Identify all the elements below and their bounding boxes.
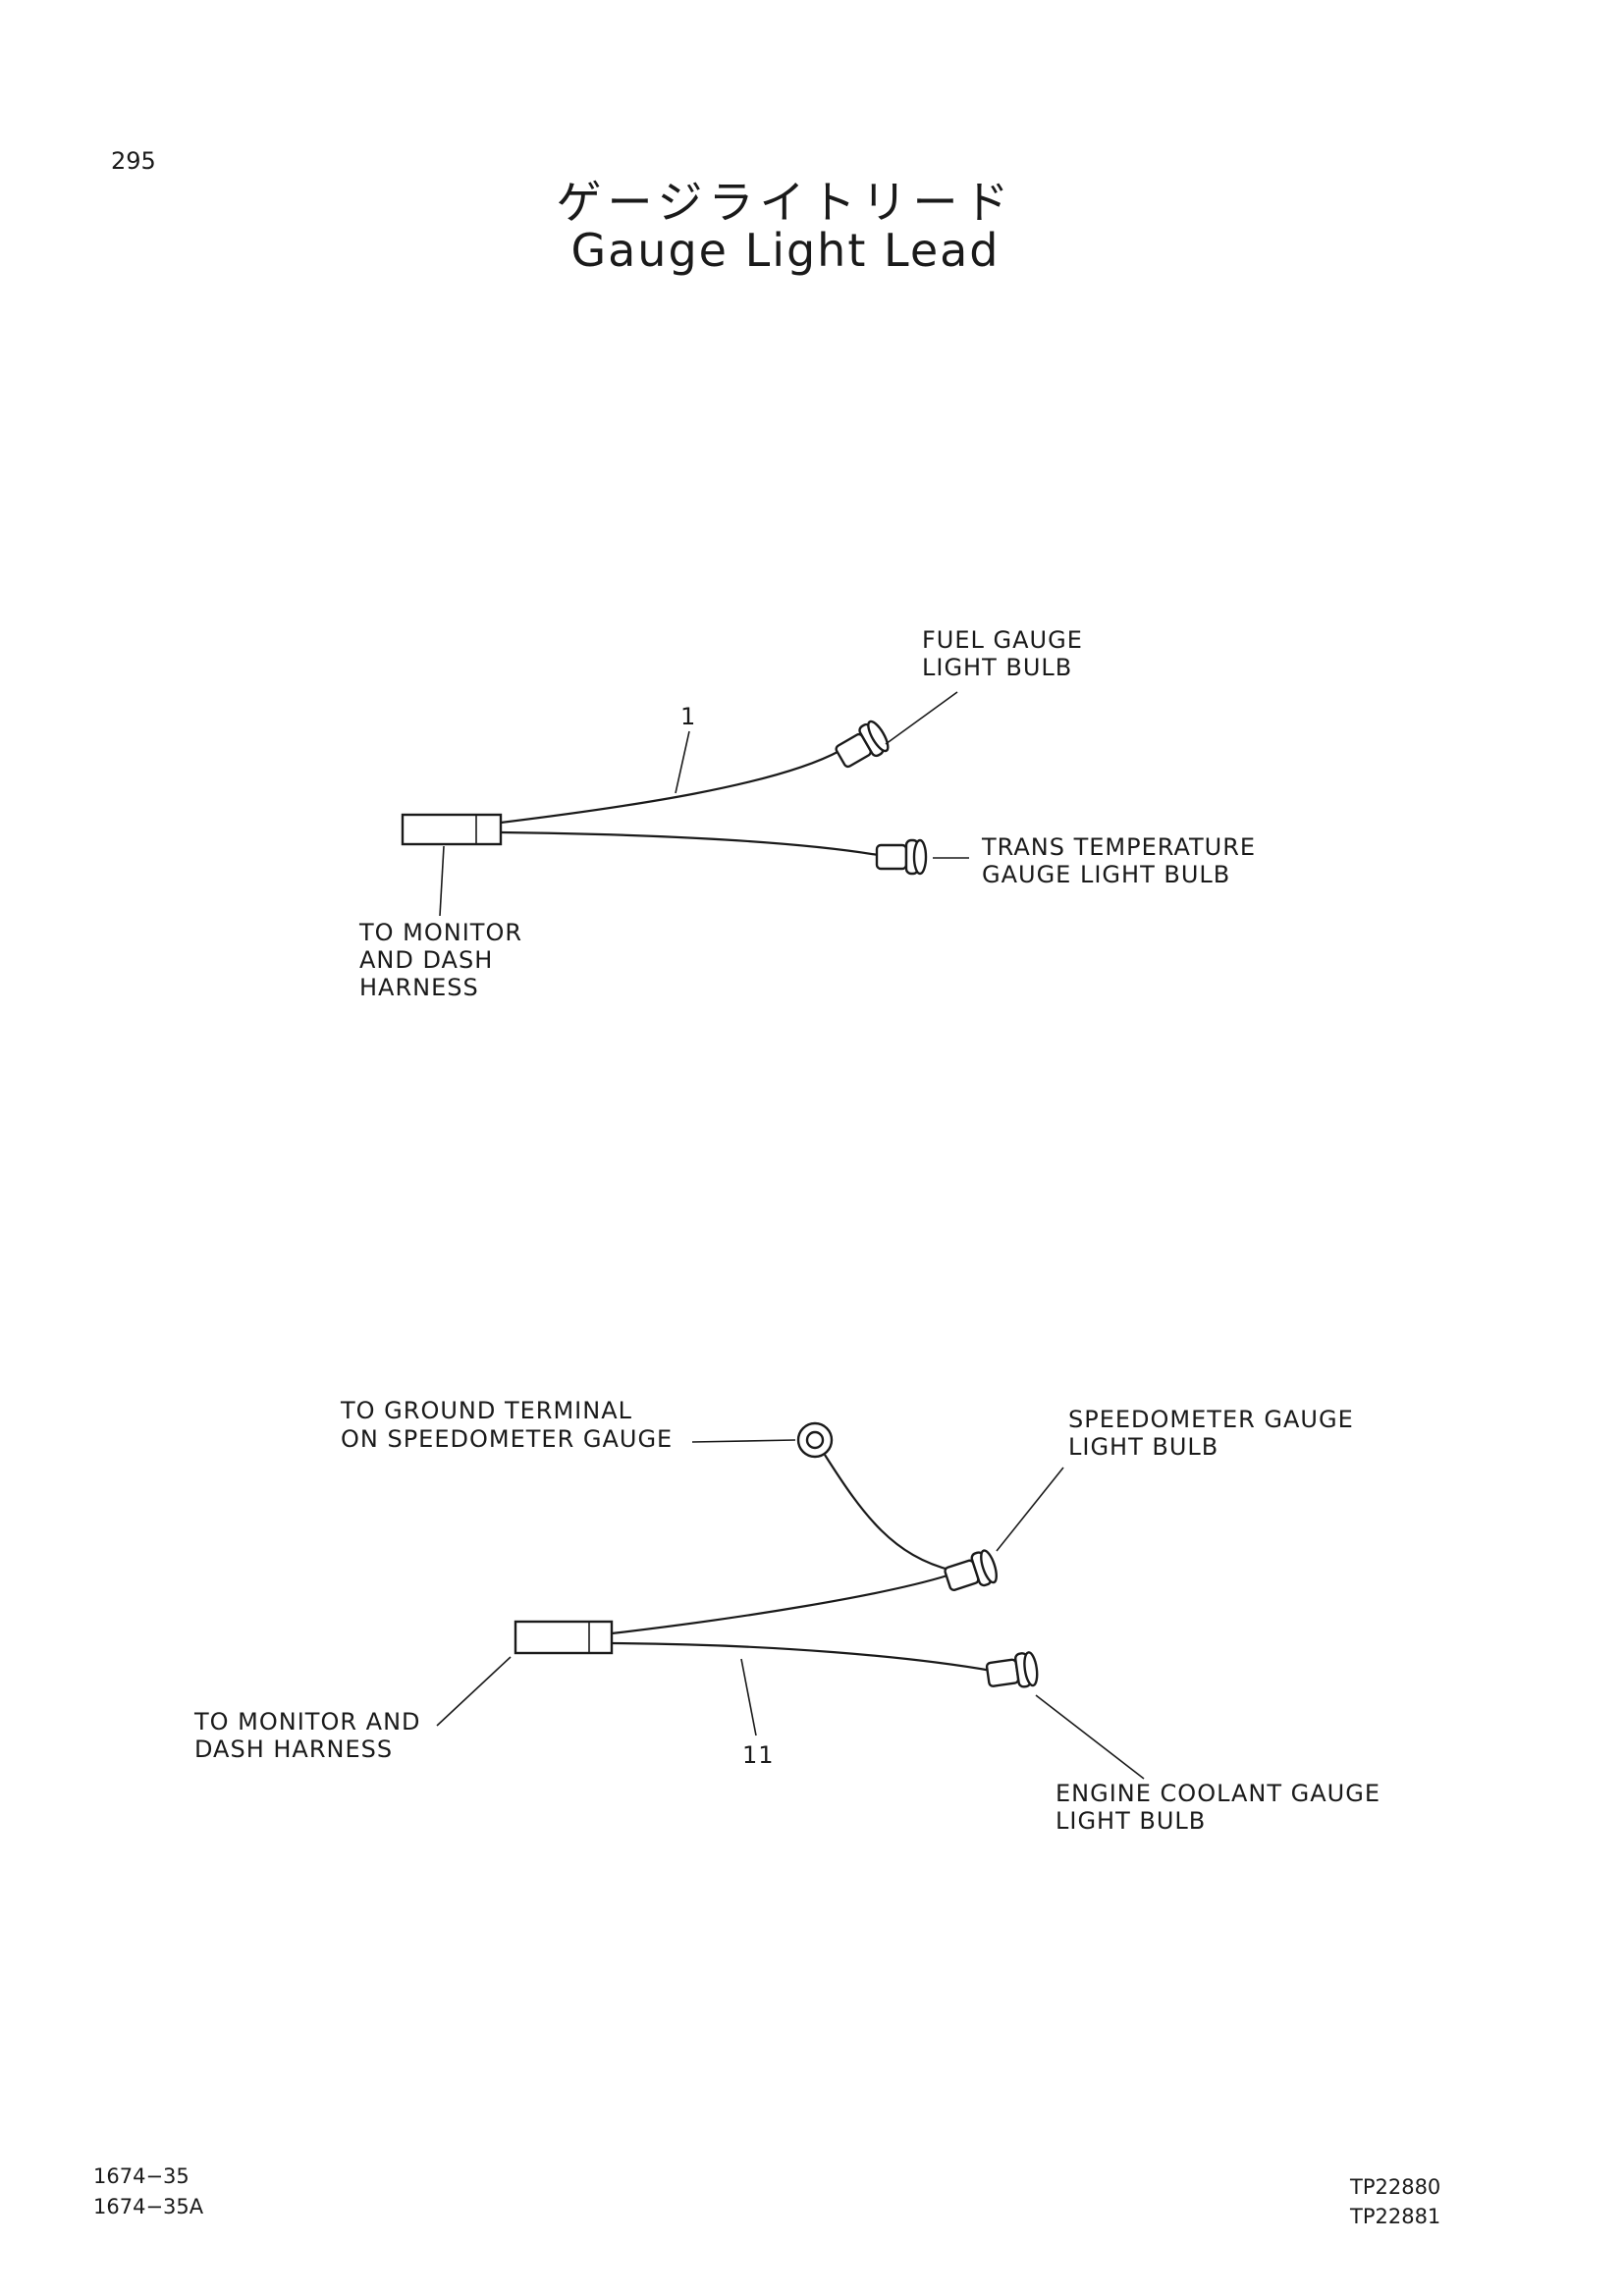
figure-code-1: TP22880: [1350, 2175, 1441, 2199]
top-harness-assembly: 1 FUEL GAUGE LIGHT BULB TRANS TEMPERATUR…: [358, 626, 1256, 1001]
ground-terminal-ring: [796, 1421, 834, 1459]
coolant-bulb-label-1: ENGINE COOLANT GAUGE: [1056, 1780, 1380, 1807]
speedometer-bulb-leader: [996, 1467, 1064, 1552]
speedometer-bulb: [944, 1549, 998, 1591]
part-number-11: 11: [742, 1741, 775, 1769]
page-title: Gauge Light Lead: [570, 224, 1001, 277]
monitor-label-top-1: TO MONITOR: [358, 919, 522, 946]
fuel-gauge-bulb: [835, 720, 890, 769]
trans-bulb-label-2: GAUGE LIGHT BULB: [982, 861, 1230, 888]
trans-bulb-label-1: TRANS TEMPERATURE: [981, 833, 1256, 861]
figure-code-2: TP22881: [1350, 2205, 1441, 2228]
top-harness-connector: [401, 813, 503, 846]
ground-terminal-leader: [691, 1439, 796, 1443]
part-11-leader: [740, 1658, 757, 1736]
monitor-leader-top: [439, 845, 445, 917]
ground-terminal-label-2: ON SPEEDOMETER GAUGE: [341, 1425, 673, 1453]
monitor-label-bottom-2: DASH HARNESS: [194, 1735, 393, 1763]
bottom-harness-assembly: TO GROUND TERMINAL ON SPEEDOMETER GAUGE …: [193, 1397, 1380, 1835]
speedometer-bulb-label-2: LIGHT BULB: [1068, 1433, 1218, 1461]
bottom-wire-speedometer: [611, 1574, 948, 1635]
coolant-bulb-label-2: LIGHT BULB: [1056, 1807, 1206, 1835]
bottom-wire-coolant: [611, 1641, 993, 1673]
bottom-harness-connector: [514, 1620, 614, 1655]
coolant-bulb-leader: [1035, 1694, 1145, 1780]
trans-temperature-bulb: [875, 838, 928, 876]
fuel-bulb-leader: [885, 691, 958, 745]
part-1-leader: [675, 730, 690, 794]
part-number-1: 1: [680, 703, 696, 730]
page-number: 295: [111, 147, 156, 175]
monitor-label-top-2: AND DASH: [359, 946, 493, 974]
page-title-japanese: ゲージライトリード: [556, 176, 1015, 229]
speedometer-bulb-label-1: SPEEDOMETER GAUGE: [1068, 1406, 1354, 1433]
top-wire-fuel: [500, 750, 840, 825]
ground-wire: [824, 1454, 953, 1573]
top-wire-trans: [500, 830, 885, 858]
fuel-bulb-label-2: LIGHT BULB: [922, 654, 1072, 681]
monitor-leader-bottom: [436, 1656, 512, 1727]
monitor-label-bottom-1: TO MONITOR AND: [193, 1708, 421, 1735]
monitor-label-top-3: HARNESS: [359, 974, 479, 1001]
engine-coolant-bulb: [985, 1651, 1039, 1688]
ground-terminal-label-1: TO GROUND TERMINAL: [340, 1397, 632, 1424]
fuel-bulb-label-1: FUEL GAUGE: [922, 626, 1083, 654]
model-code-2: 1674−35A: [93, 2195, 204, 2218]
model-code-1: 1674−35: [93, 2164, 189, 2188]
